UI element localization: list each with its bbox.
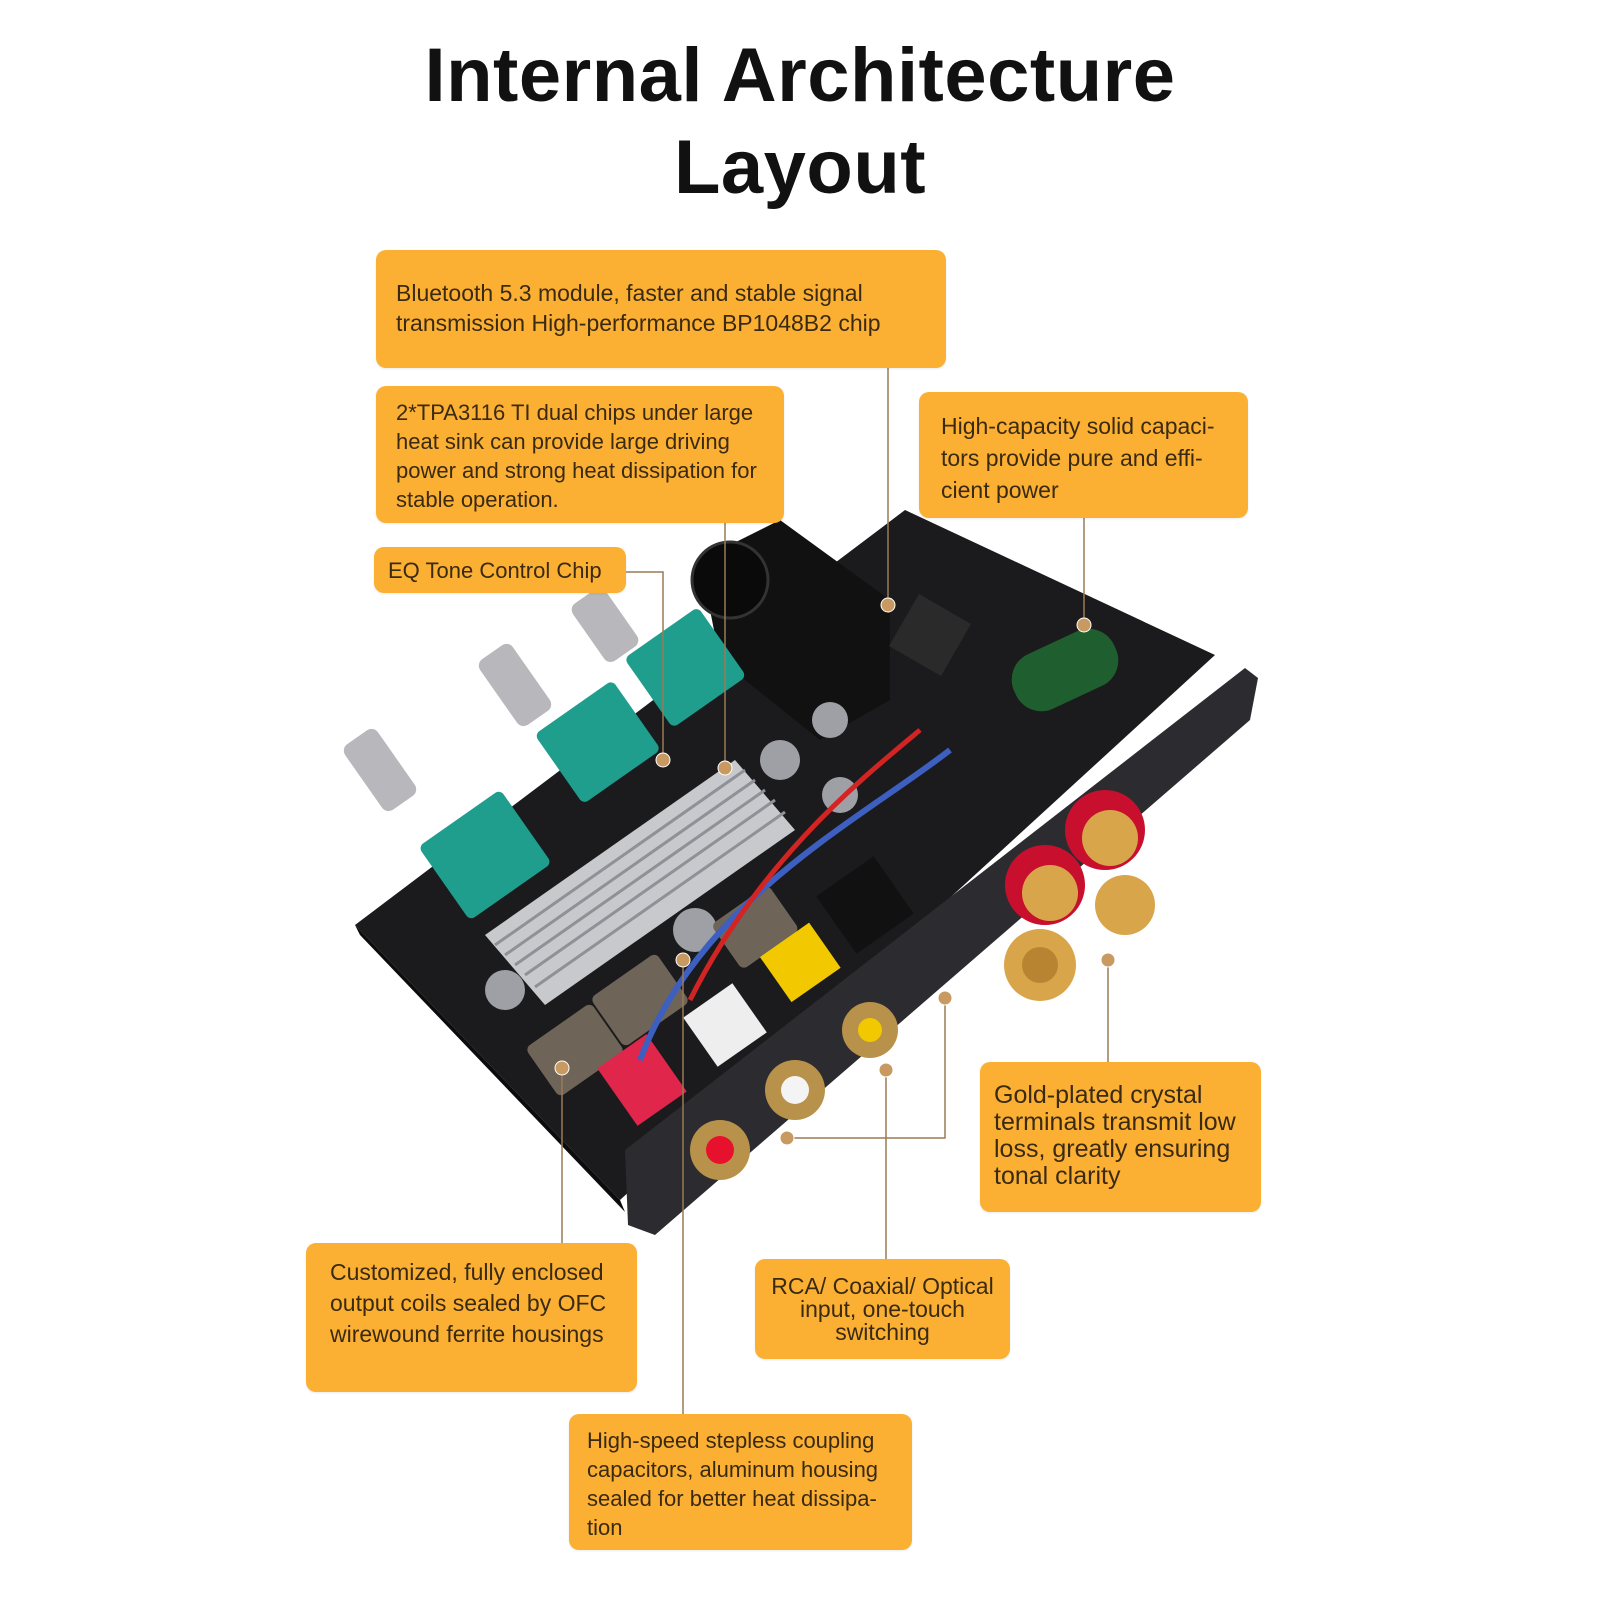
- rca-jacks: [690, 1002, 898, 1180]
- heat-sink: [485, 760, 795, 1005]
- callout-eq-chip: EQ Tone Control Chip: [374, 547, 626, 593]
- callout-output-coils: Customized, fully enclosed output coils …: [306, 1243, 637, 1392]
- title-line-1: Internal Architecture: [424, 33, 1176, 118]
- callout-bluetooth: Bluetooth 5.3 module, faster and stable …: [376, 250, 946, 368]
- leader-lines: [561, 368, 1109, 1414]
- page-title: Internal Architecture Layout: [0, 30, 1600, 214]
- pcb-edge: [355, 925, 625, 1212]
- callout-inputs: RCA/ Coaxial/ Optical input, one-touch s…: [755, 1259, 1010, 1359]
- callout-amp-chips: 2*TPA3116 TI dual chips under large heat…: [376, 386, 784, 523]
- callout-capacitors: High-capacity solid capaci-tors provide …: [919, 392, 1248, 518]
- speaker-terminals: [1004, 790, 1155, 1001]
- leader-dots: [554, 597, 1116, 1146]
- callout-coupling-caps: High-speed stepless coupling capacitors,…: [569, 1414, 912, 1550]
- callout-terminals: Gold-plated crystal terminals transmit l…: [980, 1062, 1261, 1212]
- potentiometer-knobs: [343, 587, 745, 919]
- title-line-2: Layout: [673, 125, 927, 210]
